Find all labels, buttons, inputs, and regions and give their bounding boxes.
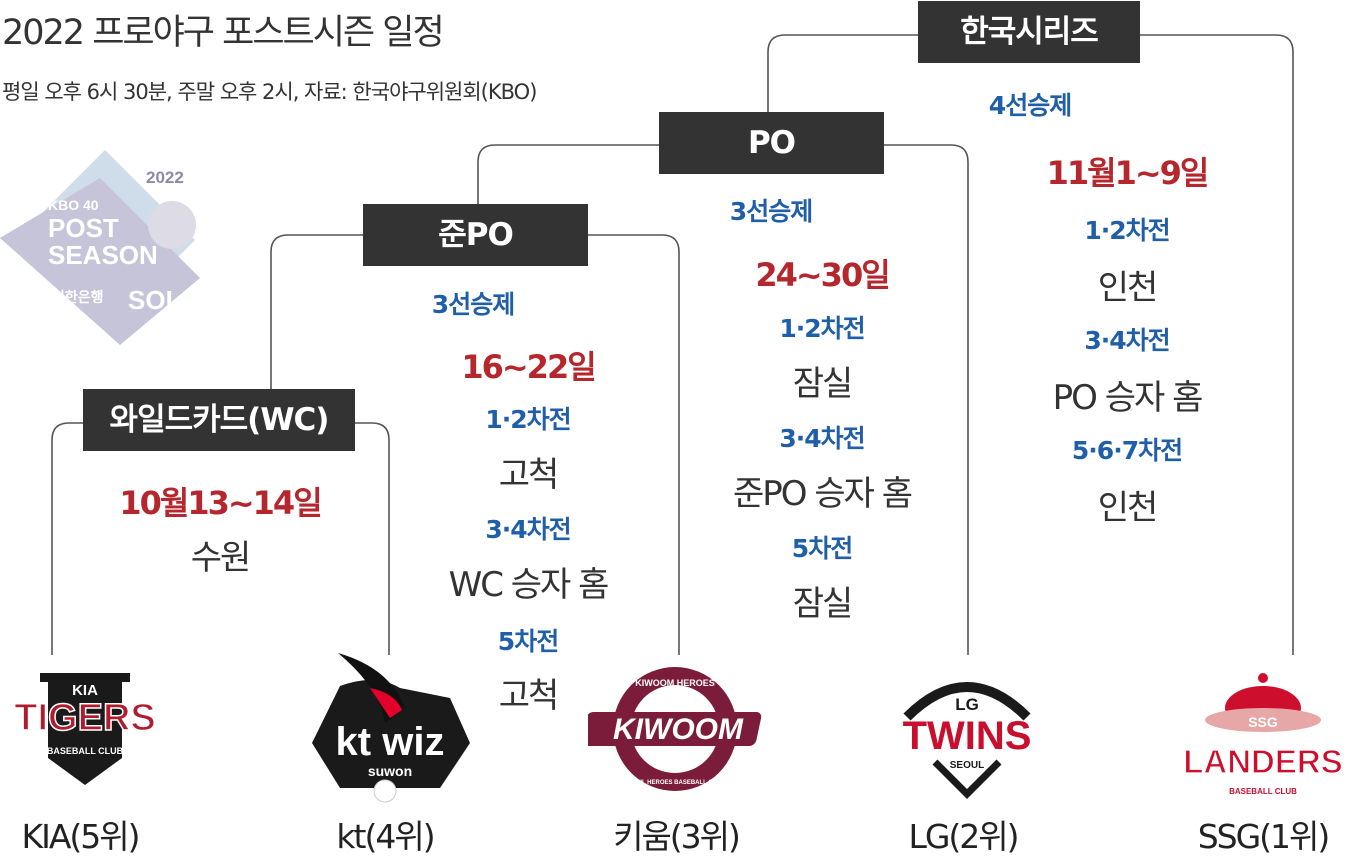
ssg-logo-top: SSG	[1248, 714, 1278, 730]
kt-logo-sub: suwon	[368, 763, 412, 779]
po-game-1-label: 1·2차전	[779, 314, 865, 343]
team-ssg-name: SSG(1위)	[1197, 817, 1331, 856]
po-game-3-venue: 잠실	[792, 584, 854, 624]
emblem-season: SEASON	[48, 240, 158, 270]
page-title: 2022 프로야구 포스트시즌 일정	[2, 13, 445, 53]
po-game-2-venue: 준PO 승자 홈	[733, 474, 913, 514]
stage-wc-header: 와일드카드(WC)	[83, 389, 355, 451]
kt-badge-icon	[312, 679, 470, 788]
team-kia-name: KIA(5위)	[21, 817, 140, 856]
emblem-kbo: KBO 40	[48, 197, 99, 213]
stage-ks-header: 한국시리즈	[918, 1, 1140, 63]
kt-baseball-icon	[373, 779, 397, 803]
jpo-game-2-venue: WC 승자 홈	[448, 565, 610, 605]
jpo-game-3-label: 5차전	[497, 627, 559, 656]
jpo-game-1-venue: 고척	[498, 455, 560, 495]
emblem-diamond	[0, 178, 200, 345]
jpo-dates: 16~22일	[461, 348, 596, 386]
kiwoom-logo-text: KIWOOM	[613, 713, 744, 746]
emblem-post: POST	[48, 213, 119, 243]
kt-logo-text: kt wiz	[336, 720, 445, 764]
lg-logo-sub: SEOUL	[950, 760, 984, 771]
jpo-game-3-venue: 고척	[498, 676, 560, 716]
emblem-sol: SOL	[128, 285, 182, 315]
kia-logo-sub: BASEBALL CLUB	[47, 746, 124, 756]
lg-arch-icon	[903, 682, 1031, 721]
ssg-landers-logo: SSG LANDERS BASEBALL CLUB	[1175, 668, 1346, 803]
ssg-antenna-icon	[1258, 673, 1268, 683]
postseason-emblem: 2022 KBO 40 POST SEASON 신한은행 SOL	[0, 150, 200, 350]
stage-po-header: PO	[659, 112, 884, 174]
ks-game-2-venue: PO 승자 홈	[1052, 378, 1204, 418]
emblem-sponsor: 신한은행	[52, 290, 104, 306]
kia-logo-top: KIA	[72, 682, 98, 699]
wc-venue: 수원	[190, 538, 252, 578]
lg-logo-top: LG	[955, 695, 979, 714]
ks-dates: 11월1~9일	[1046, 154, 1210, 192]
ks-game-1-venue: 인천	[1097, 268, 1159, 308]
lg-twins-logo: LG TWINS SEOUL	[885, 672, 1050, 800]
page-subtitle: 평일 오후 6시 30분, 주말 오후 2시, 자료: 한국야구위원회(KBO)	[2, 80, 537, 104]
po-dates: 24~30일	[755, 256, 890, 294]
team-kt-name: kt(4위)	[336, 817, 435, 856]
lg-logo-text: TWINS	[903, 714, 1032, 758]
po-game-3-label: 5차전	[791, 534, 853, 563]
kia-shield-icon	[40, 673, 130, 785]
po-game-2-label: 3·4차전	[779, 424, 865, 453]
ks-game-1-label: 1·2차전	[1084, 216, 1170, 245]
emblem-year: 2022	[146, 168, 184, 187]
ssg-logo-sub: BASEBALL CLUB	[1229, 787, 1297, 796]
team-lg-name: LG(2위)	[908, 817, 1019, 856]
kt-flame-icon	[370, 688, 402, 718]
ks-format: 4선승제	[988, 91, 1072, 120]
kiwoom-ring-top: KIWOOM HEROES	[635, 678, 715, 688]
emblem-ball-icon	[148, 201, 196, 249]
ks-game-3-label: 5·6·7차전	[1071, 436, 1183, 465]
kiwoom-ring-bottom: SEOUL HEROES BASEBALL CLUB	[625, 780, 726, 786]
kiwoom-heroes-logo: KIWOOM HEROES KIWOOM SEOUL HEROES BASEBA…	[581, 662, 763, 797]
kia-tigers-logo: KIA TIGERS BASEBALL CLUB	[0, 670, 170, 795]
wc-dates: 10월13~14일	[119, 484, 322, 522]
jpo-format: 3선승제	[431, 290, 515, 319]
jpo-game-1-label: 1·2차전	[485, 405, 571, 434]
ssg-logo-text: LANDERS	[1183, 743, 1343, 780]
team-kiwoom-name: 키움(3위)	[613, 817, 741, 856]
ks-game-3-venue: 인천	[1097, 488, 1159, 528]
kt-wiz-logo: kt wiz suwon	[300, 648, 480, 808]
po-game-1-venue: 잠실	[792, 364, 854, 404]
stage-jpo-header: 준PO	[363, 204, 588, 266]
kia-logo-text: TIGERS	[14, 697, 155, 739]
jpo-game-2-label: 3·4차전	[485, 515, 571, 544]
po-format: 3선승제	[729, 197, 813, 226]
ks-game-2-label: 3·4차전	[1084, 326, 1170, 355]
